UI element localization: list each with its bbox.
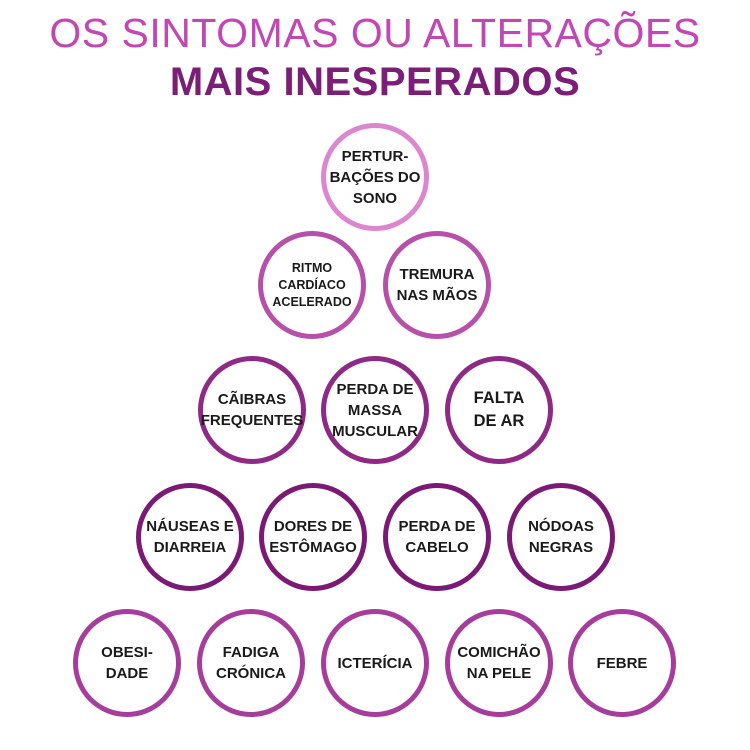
symptom-label: FADIGA CRÓNICA (216, 644, 286, 682)
symptom-label: TREMURA NAS MÃOS (396, 266, 478, 304)
symptom-circle-muscle-loss: PERDA DE MASSA MUSCULAR (321, 356, 429, 464)
symptom-label: NÁUSEAS E DIARREIA (146, 518, 234, 556)
symptom-circle-bruises: NÓDOAS NEGRAS (507, 483, 615, 591)
symptom-label: ICTERÍCIA (337, 654, 413, 672)
symptom-label: DORES DE ESTÔMAGO (269, 518, 357, 556)
symptom-label: COMICHÃO NA PELE (457, 644, 541, 682)
symptom-circle-sleep-disturbances: PERTUR- BAÇÕES DO SONO (321, 123, 429, 231)
symptom-label: PERDA DE CABELO (398, 518, 476, 556)
symptom-circle-shortness-of-breath: FALTA DE AR (445, 356, 553, 464)
symptom-circle-stomach-pain: DORES DE ESTÔMAGO (259, 483, 367, 591)
symptom-circle-cramps: CÃIBRAS FREQUENTES (198, 356, 306, 464)
title-line-2: MAIS INESPERADOS (169, 60, 581, 104)
symptom-label: PERDA DE MASSA MUSCULAR (332, 380, 418, 440)
symptom-label: FALTA DE AR (473, 389, 525, 430)
symptom-label: CÃIBRAS FREQUENTES (200, 391, 304, 429)
symptom-circle-nausea: NÁUSEAS E DIARREIA (136, 483, 244, 591)
title-line-1: OS SINTOMAS OU ALTERAÇÕES (49, 10, 701, 56)
symptom-circle-obesity: OBESI- DADE (73, 609, 181, 717)
symptom-circle-chronic-fatigue: FADIGA CRÓNICA (197, 609, 305, 717)
symptom-circle-jaundice: ICTERÍCIA (321, 609, 429, 717)
symptom-circle-hair-loss: PERDA DE CABELO (383, 483, 491, 591)
symptom-circle-fever: FEBRE (568, 609, 676, 717)
symptom-label: FEBRE (596, 654, 648, 672)
symptom-label: PERTUR- BAÇÕES DO SONO (329, 147, 421, 207)
symptom-circle-itchy-skin: COMICHÃO NA PELE (445, 609, 553, 717)
symptom-circle-fast-heart-rate: RITMO CARDÍACO ACELERADO (258, 231, 366, 339)
symptom-label: OBESI- DADE (101, 644, 153, 682)
symptom-label: RITMO CARDÍACO ACELERADO (272, 260, 352, 309)
symptom-circle-hand-tremor: TREMURA NAS MÃOS (383, 231, 491, 339)
symptom-label: NÓDOAS NEGRAS (528, 518, 594, 556)
